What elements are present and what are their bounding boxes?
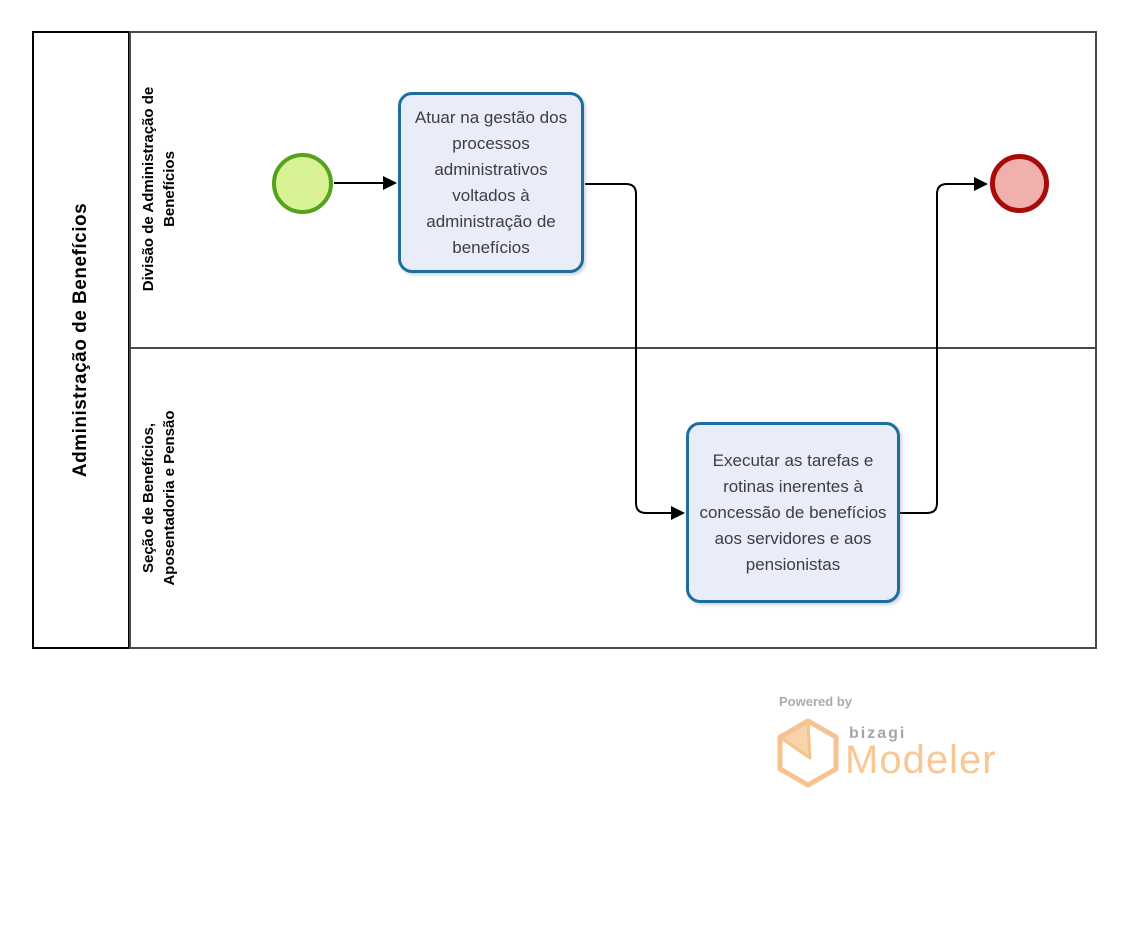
start-event[interactable] [272, 153, 333, 214]
task-label: Atuar na gestão dos processos administra… [414, 107, 568, 257]
modeler-wordmark: Modeler [845, 738, 997, 782]
pool-header: Administração de Benefícios [32, 31, 130, 649]
pool-title: Administração de Benefícios [70, 202, 92, 478]
lane-label-line: Seção de Benefícios, [140, 422, 157, 574]
lane-secao-de-beneficios [129, 347, 1097, 649]
task-label: Executar as tarefas e rotinas inerentes … [699, 450, 887, 574]
lane-label-secao: Seção de Benefícios, Aposentadoria e Pen… [138, 410, 180, 585]
lane-label-line: Benefícios [161, 151, 178, 227]
bizagi-wordmark: bizagi [849, 725, 907, 742]
task-executar-tarefas[interactable]: Executar as tarefas e rotinas inerentes … [686, 422, 900, 603]
lane-label-divisao: Divisão de Administração de Benefícios [138, 87, 180, 292]
lane-label-line: Aposentadoria e Pensão [161, 410, 178, 586]
bizagi-hexagon-icon [777, 718, 839, 788]
task-atuar-na-gestao[interactable]: Atuar na gestão dos processos administra… [398, 92, 584, 273]
lane-label-line: Divisão de Administração de [140, 86, 157, 292]
end-event[interactable] [990, 154, 1049, 213]
powered-by-text: Powered by [779, 694, 852, 709]
